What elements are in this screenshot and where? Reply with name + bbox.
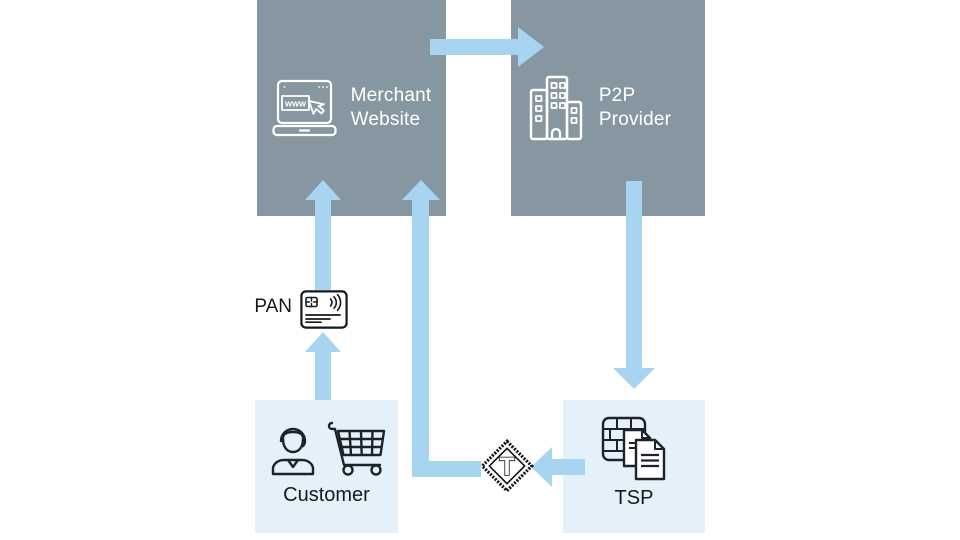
arrow-merchant-to-p2p-shaft — [430, 39, 520, 55]
token-letter: T — [499, 453, 514, 481]
arrow-tsp-to-token-shaft — [551, 459, 585, 475]
customer-icons — [268, 419, 386, 477]
shopping-cart-icon — [324, 419, 386, 477]
node-customer: Customer — [255, 400, 398, 533]
merchant-website-icon: www — [271, 79, 338, 137]
arrow-customer-to-pan-head — [305, 332, 341, 352]
arrow-customer-to-pan-shaft — [315, 351, 331, 400]
token-vault-documents-icon — [600, 415, 668, 483]
node-merchant-website: www Merchant Website — [257, 0, 446, 216]
node-label-tsp: TSP — [614, 487, 654, 509]
node-p2p-provider: P2P Provider — [511, 0, 705, 216]
person-icon — [268, 419, 318, 477]
token-diamond-icon: T — [479, 438, 535, 494]
node-label-customer: Customer — [283, 484, 370, 506]
credit-card-icon — [300, 290, 348, 329]
pan-label: PAN — [254, 296, 292, 317]
arrow-p2p-to-tsp-head — [613, 368, 655, 389]
arrow-p2p-to-tsp-shaft — [626, 181, 642, 369]
node-label-merchant-website: Merchant Website — [350, 85, 432, 130]
arrow-token-to-merchant-vertical-shaft — [412, 199, 429, 477]
node-label-p2p-provider: P2P Provider — [598, 85, 672, 130]
node-tsp: TSP — [563, 400, 705, 533]
arrow-token-to-merchant-horizontal-shaft — [412, 461, 481, 477]
svg-text:www: www — [284, 99, 307, 109]
arrow-pan-to-merchant-shaft — [315, 199, 331, 290]
building-icon — [527, 75, 585, 141]
